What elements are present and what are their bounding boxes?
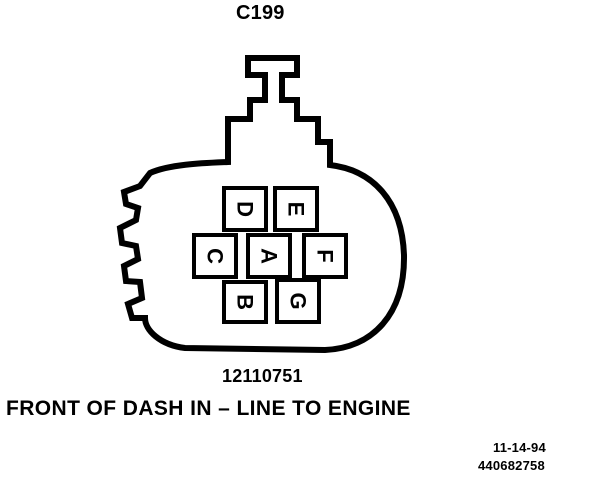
cavity-c: C xyxy=(192,233,238,279)
reference-code-label: 440682758 xyxy=(478,458,545,473)
cavity-b: B xyxy=(222,280,268,324)
cavity-f-box xyxy=(302,233,348,279)
cavity-a-label: A xyxy=(257,248,282,264)
cavity-g-box xyxy=(275,278,321,324)
cavity-b-box xyxy=(222,280,268,324)
cavity-a-box xyxy=(246,233,292,279)
cavity-e-box xyxy=(273,186,319,232)
cavity-c-box xyxy=(192,233,238,279)
view-caption: FRONT OF DASH IN – LINE TO ENGINE xyxy=(6,397,411,420)
cavity-a: A xyxy=(246,233,292,279)
part-number-label: 12110751 xyxy=(222,366,303,386)
cavity-g: G xyxy=(275,278,321,324)
cavity-d: D xyxy=(222,186,268,232)
cavity-b-label: B xyxy=(233,294,258,310)
cavity-f: F xyxy=(302,233,348,279)
connector-id-label: C199 xyxy=(236,2,285,24)
cavity-c-label: C xyxy=(203,248,228,264)
cavity-e-label: E xyxy=(284,202,309,217)
date-label: 11-14-94 xyxy=(493,440,546,455)
cavity-d-box xyxy=(222,186,268,232)
cavity-d-label: D xyxy=(233,201,258,217)
cavity-f-label: F xyxy=(313,249,338,262)
cavity-e: E xyxy=(273,186,319,232)
cavity-g-label: G xyxy=(286,292,311,309)
